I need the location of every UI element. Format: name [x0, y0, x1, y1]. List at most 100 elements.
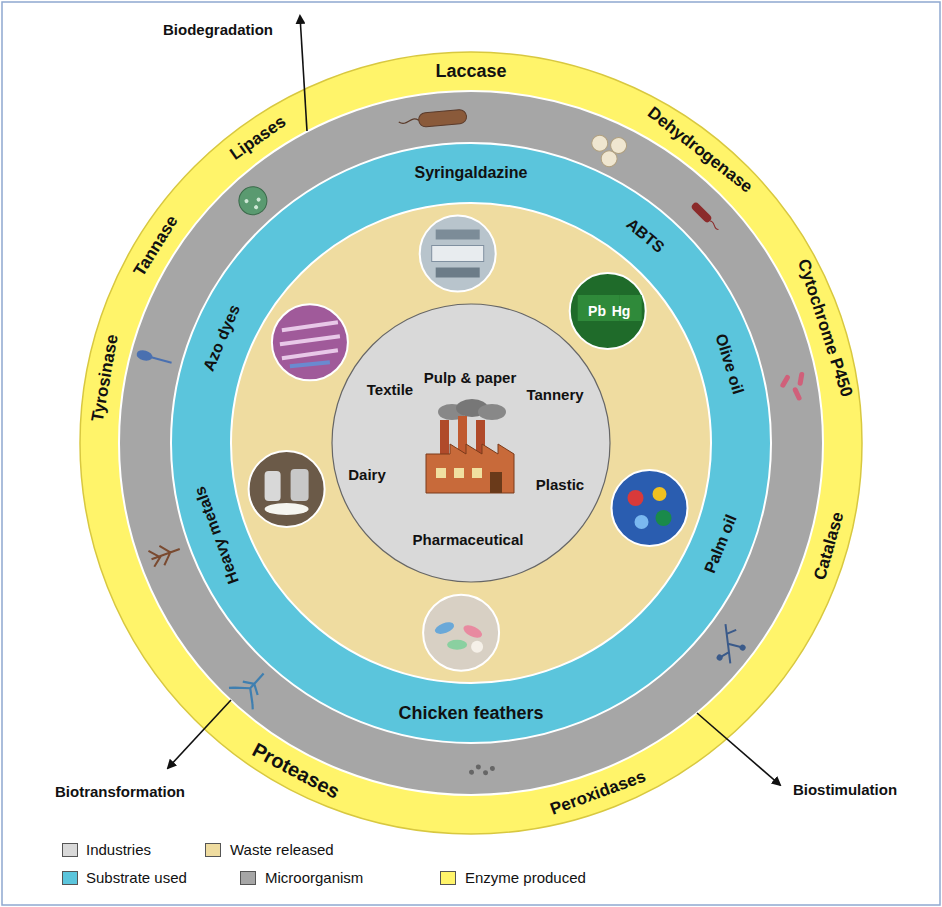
bottle-cap: [653, 487, 667, 501]
leader-arrow: [300, 16, 307, 131]
photo-disc: [423, 595, 499, 671]
milk-can: [291, 469, 309, 501]
bacterium: [779, 374, 790, 389]
microbe-icon: [690, 201, 721, 232]
photo-disc: [612, 470, 688, 546]
photo-disc: [570, 273, 646, 349]
photo-disc: [272, 304, 348, 380]
waste-photo: [570, 273, 646, 349]
colony-dot: [244, 198, 250, 204]
enzyme-label: Laccase: [435, 61, 506, 81]
microbe-icon: [135, 349, 172, 368]
waste-photo: [272, 304, 348, 380]
spore: [738, 643, 746, 651]
chimney: [440, 420, 449, 454]
pill: [462, 623, 484, 641]
machine: [436, 268, 480, 278]
bottle-cap: [628, 490, 644, 506]
leader-arrow: [168, 700, 231, 768]
microbe-icon: [398, 109, 467, 129]
flagellum: [709, 220, 719, 230]
photo-disc: [420, 216, 496, 292]
bottle-cap: [635, 515, 649, 529]
industry-label: Plastic: [536, 476, 584, 493]
waste-photo: [249, 451, 325, 527]
window: [454, 468, 464, 478]
bacterium: [418, 109, 467, 127]
colony-dot: [253, 204, 259, 210]
text-holder: Plastic: [536, 476, 584, 494]
microorganism-ring: [119, 91, 823, 795]
label-holder: Hg: [612, 302, 631, 320]
label-holder: Biodegradation: [163, 21, 273, 39]
text-holder: Textile: [367, 381, 413, 399]
process-label: Biodegradation: [163, 21, 273, 38]
microbe-icon: [778, 371, 810, 404]
substrate-label: Syringaldazine: [415, 164, 528, 181]
label-holder: Biostimulation: [793, 781, 897, 799]
fabric: [280, 322, 340, 358]
factory-building: [426, 444, 514, 493]
text-holder: Laccase: [435, 61, 506, 82]
element-symbol: Hg: [612, 303, 631, 319]
waste-photo: [423, 595, 499, 671]
microbe-icon: [469, 764, 495, 776]
smoke: [478, 404, 506, 420]
legend-swatch: [440, 871, 456, 885]
legend-swatch: [205, 843, 221, 857]
milk: [265, 503, 309, 515]
waste-ring: [231, 203, 711, 683]
text-holder: Tannery: [526, 386, 583, 404]
factory-icon: [426, 399, 514, 493]
process-label: Biostimulation: [793, 781, 897, 798]
bacterium: [690, 201, 713, 224]
industry-label: Pharmaceutical: [413, 531, 524, 548]
microbe-icon: [233, 181, 273, 221]
machine: [436, 230, 480, 240]
text-holder: Pulp & paper: [424, 369, 517, 387]
legend-text: Industries: [86, 841, 151, 859]
substrate-label: Chicken feathers: [398, 703, 543, 723]
text-holder: Pharmaceutical: [413, 531, 524, 549]
text-holder: Dairy: [348, 466, 386, 484]
element-symbol: Pb: [588, 303, 606, 319]
leader-arrow: [697, 713, 780, 785]
pill: [447, 640, 467, 650]
paper-roll: [432, 246, 484, 262]
legend-swatch: [240, 871, 256, 885]
door: [490, 472, 502, 493]
microbe-icon: [148, 540, 183, 569]
bottle-cap: [656, 510, 672, 526]
waste-photo: [612, 470, 688, 546]
label-holder: Biotransformation: [55, 783, 185, 801]
hypha: [148, 540, 183, 569]
hypha: [229, 663, 276, 710]
legend-text: Substrate used: [86, 869, 187, 887]
spore: [135, 349, 153, 363]
bacterium: [797, 372, 804, 387]
industry-label: Tannery: [526, 386, 583, 403]
legend-text: Microorganism: [265, 869, 363, 887]
bacterium: [792, 387, 802, 402]
industry-label: Dairy: [348, 466, 386, 483]
label-holder: Pb: [588, 302, 606, 320]
waste-photo: [420, 216, 496, 292]
cell: [476, 764, 481, 769]
industry-label: Textile: [367, 381, 413, 398]
industry-circle: Pulp & paperTanneryPlasticPharmaceutical…: [331, 303, 611, 583]
milk-can: [265, 471, 281, 501]
process-label: Biotransformation: [55, 783, 185, 800]
industry-label: Pulp & paper: [424, 369, 517, 386]
window: [436, 468, 446, 478]
photo-disc: [249, 451, 325, 527]
pill: [471, 641, 483, 653]
enzyme-ring-fill: [80, 52, 862, 834]
text-holder: Syringaldazine: [415, 164, 528, 182]
colony-dot: [256, 197, 262, 203]
legend-text: Waste released: [230, 841, 334, 859]
substrate-ring: SyringaldazineABTSOlive oilPalm oilChick…: [171, 143, 771, 743]
window: [472, 468, 482, 478]
microbe-icon: [705, 622, 751, 669]
